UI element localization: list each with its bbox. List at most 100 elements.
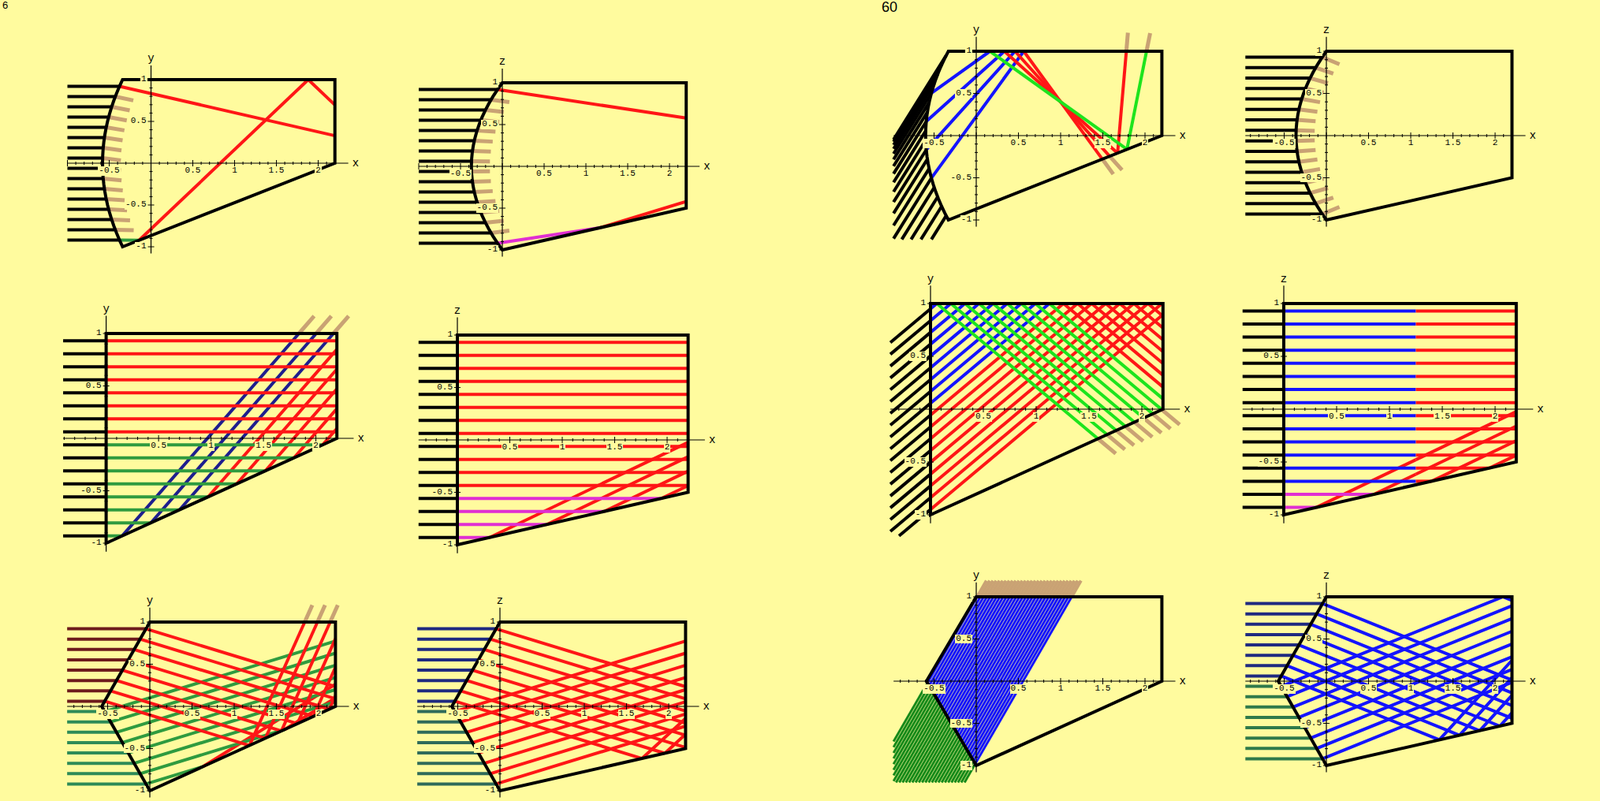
axis-tick [669,163,671,170]
ray-segment [1283,427,1416,431]
tick-label: 1 [138,617,146,627]
axis-tick [234,703,235,710]
axis-tick [500,99,504,101]
tick-label: 0.5 [184,166,202,176]
axis-tick [436,438,437,442]
axis-tick [148,731,152,733]
axis-tick [1060,678,1062,685]
axis-tick [1495,406,1496,413]
axis-tick [974,202,978,204]
axis-tick [250,161,252,165]
axis-tick [967,679,969,683]
axis-tick [974,655,978,657]
incident-ray [1245,160,1299,164]
traced-rays [102,79,336,241]
ray-segment [933,596,990,694]
axis-tick [917,134,918,138]
ray-segment [547,456,689,525]
ray-segment [1091,303,1163,364]
incident-ray [63,456,107,460]
axis-tick [1357,407,1358,411]
escaping-ray [111,106,131,111]
tick-label: 0.5 [974,412,993,422]
axis-tick [317,160,319,167]
tick-label: 1 [207,441,215,452]
axis-tick [1324,84,1328,86]
axis-tick [604,438,605,442]
axis-tick [1275,679,1276,683]
vertical-axis [975,582,977,773]
axis-tick [976,678,978,685]
axis-tick [148,782,152,784]
axis-tick [1486,134,1488,138]
axis-tick [146,622,153,623]
axis-tick [148,672,152,674]
axis-tick [137,436,138,441]
incident-ray [1245,653,1293,657]
axis-tick [1351,679,1353,683]
incident-ray [1245,170,1302,174]
axis-tick [1389,406,1391,413]
ray-segment [930,303,1134,474]
axis-tick [500,132,504,134]
axis-tick [1324,143,1328,145]
axis-tick [455,376,459,378]
axis-tick [1144,132,1146,139]
ray-segment [1117,51,1127,153]
axis-tick [179,436,180,441]
axis-tick [192,160,194,167]
axis-tick [457,436,459,444]
axis-tick [652,164,653,168]
tick-label: -0.5 [476,203,499,213]
ray-segment [1283,361,1416,366]
axis-tick [1359,679,1361,683]
ray-segment [106,430,338,434]
axis-tick [1161,679,1163,683]
axis-tick [1099,407,1101,411]
axis-tick [1324,202,1328,204]
ray-segment [1416,387,1517,392]
axis-label: y [926,273,935,286]
ray-segment [930,596,984,689]
ray-segment [490,714,687,775]
incident-ray [893,168,929,226]
axis-tick [425,438,427,442]
axis-tick [500,174,504,176]
axis-tick [1161,134,1163,138]
axis-tick [577,164,579,168]
axis-tick [667,436,668,444]
axis-tick [686,164,687,168]
axis-tick [148,655,152,657]
axis-tick [1323,93,1330,94]
incident-ray [418,496,458,500]
axis-label: x [1529,130,1537,142]
escaping-ray [106,199,125,202]
incident-ray [1242,440,1284,444]
axis-tick [1282,472,1286,474]
axis-tick [263,435,265,442]
axis-tick [104,480,109,482]
incident-ray [418,340,458,344]
incident-ray [63,404,107,408]
axis-tick [149,104,153,105]
axis-tick [1484,407,1485,411]
incident-ray [417,731,467,735]
axis-tick [1089,406,1090,413]
axis-tick [166,704,168,709]
axis-tick [510,164,511,168]
axis-tick [1317,134,1319,138]
ray-segment [1283,492,1374,497]
axis-tick [974,739,978,741]
incident-ray [67,145,104,150]
axis-tick [104,417,109,418]
axis-tick [687,438,689,442]
incident-ray [1242,374,1284,378]
axis-tick [90,704,92,709]
axis-tick [1144,678,1146,685]
horizontal-axis [417,705,699,707]
tick-label: 1 [1386,412,1394,422]
escaping-ray [1296,128,1316,134]
ray-segment [249,622,305,746]
panel [890,285,1180,537]
incident-rays [890,309,931,537]
